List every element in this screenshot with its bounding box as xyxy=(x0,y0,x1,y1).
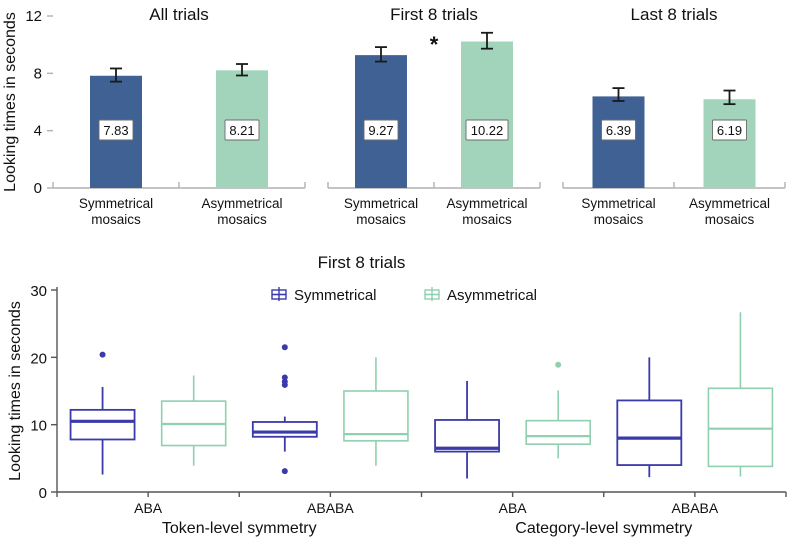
box-4[interactable] xyxy=(434,419,500,453)
top-y-tick-label: 0 xyxy=(34,180,42,197)
box-5[interactable] xyxy=(525,419,591,445)
box-6[interactable] xyxy=(616,399,683,466)
box-0[interactable] xyxy=(69,408,136,441)
bottom-y-axis-title: Looking times in seconds xyxy=(7,301,24,481)
box-2[interactable] xyxy=(251,421,318,438)
outlier-5-0 xyxy=(555,361,562,368)
bottom-group-axis-label-1: Category-level symmetry xyxy=(515,520,692,537)
bar-category-label1-0-0: Symmetrical xyxy=(79,196,153,211)
bottom-y-tick-label: 20 xyxy=(30,350,47,367)
box-3[interactable] xyxy=(343,390,409,442)
value-label-box-0-symmetrical xyxy=(98,119,134,141)
value-label-0-asymmetrical: 8.21 xyxy=(229,123,254,138)
top-y-tick-label: 12 xyxy=(25,8,42,25)
outlier-2-0 xyxy=(281,344,288,351)
bar-category-label1-2-1: Asymmetrical xyxy=(689,196,770,211)
legend-label-1: Asymmetrical xyxy=(447,287,537,304)
bar-category-label1-2-0: Symmetrical xyxy=(581,196,655,211)
bar-category-label2-2-1: mosaics xyxy=(705,212,755,227)
bottom-tick-label-3: ABABA xyxy=(672,500,719,516)
value-label-2-asymmetrical: 6.19 xyxy=(717,123,742,138)
value-label-1-asymmetrical: 10.22 xyxy=(471,123,504,138)
bottom-group-axis-label-0: Token-level symmetry xyxy=(162,520,317,537)
panel-title-0: All trials xyxy=(149,5,209,24)
panel-title-2: Last 8 trials xyxy=(631,5,718,24)
value-label-box-2-asymmetrical xyxy=(712,119,747,141)
top-y-axis-title: Looking times in seconds xyxy=(2,12,19,192)
bottom-tick-label-1: ABABA xyxy=(307,500,354,516)
outlier-2-4 xyxy=(281,468,288,475)
bar-category-label1-0-1: Asymmetrical xyxy=(201,196,282,211)
value-label-0-symmetrical: 7.83 xyxy=(103,123,128,138)
bar-2-symmetrical[interactable] xyxy=(592,96,645,188)
bottom-y-tick-label: 30 xyxy=(30,283,47,300)
legend-label-0: Symmetrical xyxy=(294,287,377,304)
bottom-panel-title: First 8 trials xyxy=(318,253,406,272)
bar-category-label2-0-1: mosaics xyxy=(217,212,267,227)
outlier-0-0 xyxy=(99,351,106,358)
bar-category-label1-1-1: Asymmetrical xyxy=(446,196,527,211)
bottom-tick-label-2: ABA xyxy=(499,500,528,516)
value-label-1-symmetrical: 9.27 xyxy=(368,123,393,138)
box-7[interactable] xyxy=(707,387,774,468)
bottom-y-tick-label: 0 xyxy=(39,485,47,502)
bar-category-label2-0-0: mosaics xyxy=(91,212,141,227)
bar-category-label2-1-1: mosaics xyxy=(462,212,512,227)
significance-asterisk-1: * xyxy=(430,32,439,57)
value-label-2-symmetrical: 6.39 xyxy=(606,123,631,138)
value-label-box-2-symmetrical xyxy=(601,119,636,141)
value-label-box-1-symmetrical xyxy=(363,119,399,141)
outlier-2-3 xyxy=(281,381,288,388)
bar-category-label1-1-0: Symmetrical xyxy=(344,196,418,211)
panel-title-1: First 8 trials xyxy=(390,5,478,24)
bottom-tick-label-0: ABA xyxy=(134,500,163,516)
top-y-tick-label: 4 xyxy=(34,123,42,140)
bar-category-label2-2-0: mosaics xyxy=(594,212,644,227)
value-label-box-1-asymmetrical xyxy=(465,119,509,141)
bar-2-asymmetrical[interactable] xyxy=(703,99,756,188)
bottom-y-tick-label: 10 xyxy=(30,418,47,435)
value-label-box-0-asymmetrical xyxy=(224,119,260,141)
bar-1-asymmetrical[interactable] xyxy=(461,41,513,188)
bar-category-label2-1-0: mosaics xyxy=(356,212,406,227)
top-y-tick-label: 8 xyxy=(34,65,42,82)
